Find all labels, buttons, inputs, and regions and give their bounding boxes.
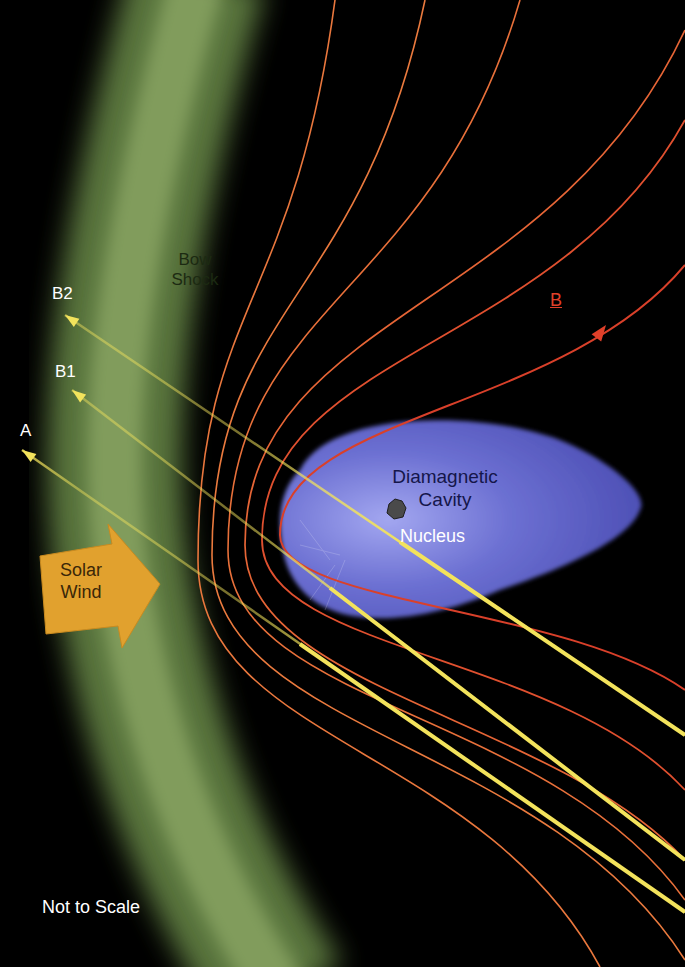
- trajectory-line: [400, 542, 685, 735]
- diamagnetic-cavity: Diamagnetic CavityNucleus: [280, 410, 645, 630]
- trajectory-label: B2: [52, 284, 73, 304]
- nucleus: Nucleus: [385, 498, 515, 558]
- field-line: [245, 30, 685, 860]
- field-line: [212, 0, 685, 960]
- node-text: Nucleus: [400, 526, 510, 548]
- field-line: [280, 265, 685, 690]
- field-line: [228, 0, 685, 900]
- solar-wind-arrow: Solar Wind: [38, 522, 164, 658]
- trajectory-line: [72, 390, 685, 860]
- node-text: Bow Shock: [160, 250, 230, 291]
- field-line: [262, 120, 685, 790]
- rock-outline: [387, 499, 406, 519]
- trajectory-label: A: [20, 421, 31, 441]
- trajectory-line: [300, 644, 685, 912]
- field-label: B: [550, 290, 562, 312]
- field-line: [198, 0, 600, 967]
- bow-shock-core: [115, 0, 285, 967]
- trajectory-line: [22, 450, 685, 912]
- cavity-shape: [280, 420, 642, 618]
- trajectory-arrowhead: [22, 450, 36, 462]
- bow-shock-band: Bow Shock: [160, 250, 230, 291]
- nucleus-rock: [385, 498, 409, 522]
- trajectory-label: B1: [55, 362, 76, 382]
- field-arrowhead: [592, 325, 606, 341]
- trajectory-line: [330, 588, 685, 860]
- bow-shock-glow: [115, 0, 285, 967]
- trajectory-arrowhead: [65, 315, 79, 327]
- node-text: Solar Wind: [44, 560, 118, 603]
- arrow-outline: [40, 524, 160, 648]
- trajectory-line: [65, 315, 685, 735]
- scale-note: Not to Scale: [42, 897, 140, 919]
- trajectory-arrowhead: [72, 390, 86, 403]
